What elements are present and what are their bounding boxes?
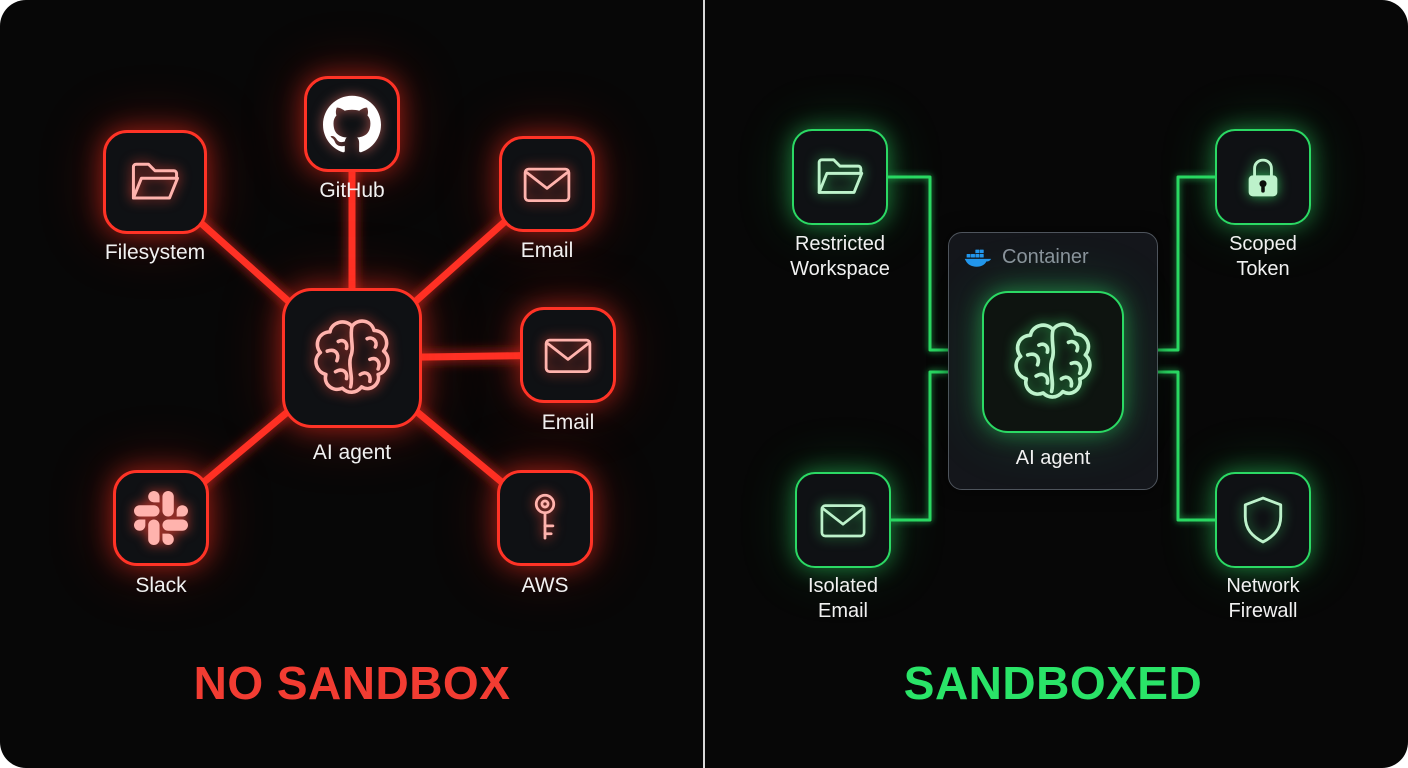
sandboxed-title: SANDBOXED [903, 657, 1203, 709]
docker-icon [964, 247, 992, 268]
envelope-icon [540, 327, 596, 383]
github-icon [323, 95, 381, 153]
slack-icon [134, 491, 188, 545]
node-email-top [499, 136, 595, 232]
envelope-icon [519, 156, 575, 212]
node-label-isolated-email: Isolated Email [807, 575, 879, 622]
node-label-scoped-token: Scoped Token [1229, 233, 1297, 280]
node-label-email-right: Email [541, 411, 595, 434]
brain-icon [1008, 317, 1098, 407]
node-label-aws: AWS [521, 574, 569, 597]
node-scoped-token [1215, 129, 1311, 225]
no-sandbox-title: NO SANDBOX [193, 657, 511, 709]
container-header: Container [949, 233, 1157, 269]
node-label-email-top: Email [520, 239, 574, 262]
shield-icon [1236, 493, 1290, 547]
folder-icon [811, 148, 869, 206]
node-network-firewall [1215, 472, 1311, 568]
node-aws [497, 470, 593, 566]
node-ai-agent-sandboxed [982, 291, 1124, 433]
folder-icon [125, 152, 185, 212]
node-github [304, 76, 400, 172]
container-label: Container [1002, 246, 1089, 268]
node-slack [113, 470, 209, 566]
node-label-restricted-workspace: Restricted Workspace [790, 233, 890, 280]
brain-icon [308, 314, 396, 402]
node-ai-agent-unsandboxed [282, 288, 422, 428]
node-label-filesystem: Filesystem [104, 241, 206, 264]
node-label-ai-agent-left: AI agent [312, 441, 392, 464]
node-isolated-email [795, 472, 891, 568]
envelope-icon [816, 493, 870, 547]
node-label-slack: Slack [135, 574, 187, 597]
node-label-ai-agent-right: AI agent [1015, 447, 1091, 469]
node-label-network-firewall: Network Firewall [1226, 575, 1300, 622]
lock-icon [1236, 150, 1290, 204]
node-filesystem [103, 130, 207, 234]
node-email-right [520, 307, 616, 403]
panel-divider [703, 0, 705, 768]
key-icon [517, 490, 573, 546]
node-restricted-workspace [792, 129, 888, 225]
node-label-github: GitHub [319, 179, 385, 202]
